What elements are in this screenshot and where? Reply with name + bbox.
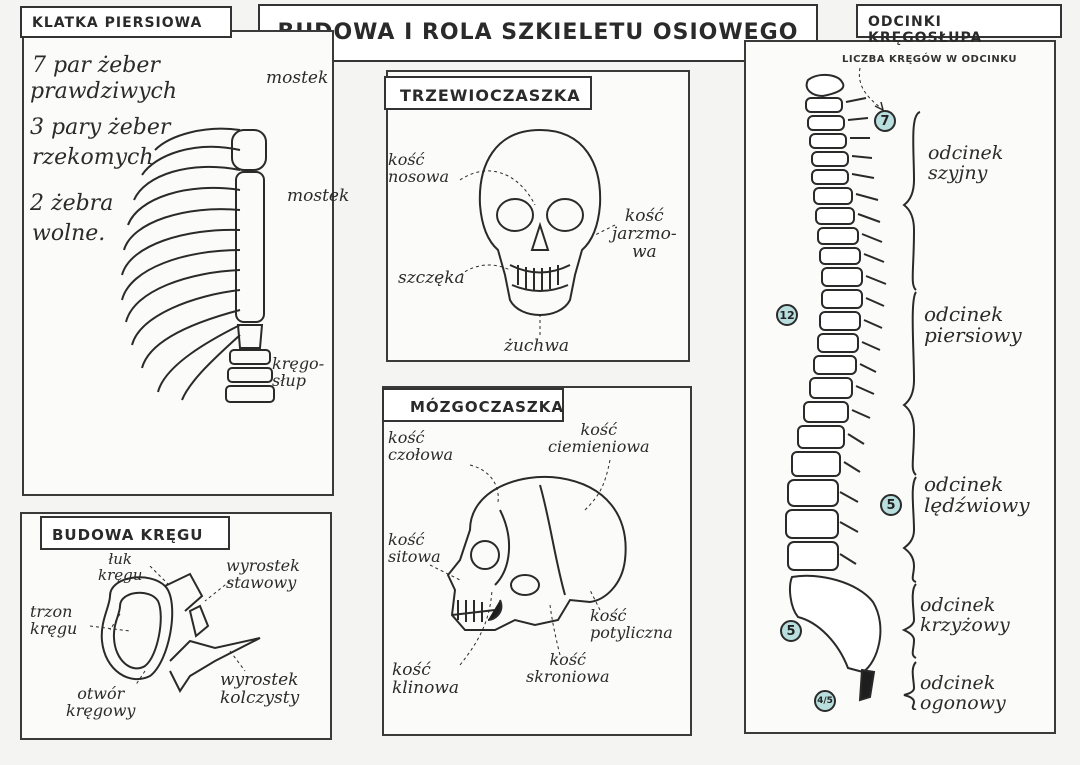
label-kosc-jarzmowa: kość jarzmo- wa	[612, 206, 677, 262]
odcinki-subheader: LICZBA KRĘGÓW W ODCINKU	[842, 54, 1017, 65]
klatka-line-1: 7 par żeber	[32, 53, 160, 78]
label-mostek-top: mostek	[266, 68, 329, 88]
trzewioczaszka-header-text: TRZEWIOCZASZKA	[400, 86, 581, 105]
label-odcinek-krzyzowy: odcinek krzyżowy	[920, 594, 1010, 636]
section-braces	[901, 111, 921, 710]
klatka-line-6: wolne.	[32, 221, 106, 246]
budowa-kregu-header: BUDOWA KRĘGU	[40, 516, 230, 550]
count-ledzwiowy: 5	[880, 494, 902, 516]
label-odcinek-ledzwiowy: odcinek lędźwiowy	[924, 472, 1030, 517]
klatka-header: KLATKA PIERSIOWA	[20, 6, 232, 38]
label-zuchwa: żuchwa	[504, 336, 570, 356]
mozgo-pointers	[429, 459, 611, 666]
label-otwor-kregowy: otwór kręgowy	[66, 684, 136, 720]
label-kosc-czolowa: kość czołowa	[388, 428, 454, 464]
trzewioczaszka-panel	[386, 70, 690, 362]
label-odcinek-piersiowy: odcinek piersiowy	[924, 302, 1022, 347]
count-piersiowy: 12	[776, 304, 798, 326]
klatka-line-5: 2 żebra	[30, 191, 114, 216]
label-kosc-nosowa: kość nosowa	[388, 150, 450, 186]
spine-illustration	[785, 74, 887, 702]
label-kosc-klinowa: kość klinowa	[392, 660, 460, 698]
label-odcinek-ogonowy: odcinek ogonowy	[920, 672, 1006, 714]
label-trzon-kregu: trzon kręgu	[30, 602, 78, 638]
count-pointer-arrow	[858, 67, 885, 112]
label-wyrostek-stawowy: wyrostek stawowy	[226, 556, 300, 592]
trzewioczaszka-header: TRZEWIOCZASZKA	[384, 76, 592, 110]
vertebra-illustration	[90, 566, 261, 693]
label-kosc-skroniowa: kość skroniowa	[526, 650, 610, 686]
odcinki-header-text: ODCINKI KRĘGOSŁUPA	[868, 14, 983, 46]
odcinki-panel	[744, 40, 1056, 734]
trzewio-pointers	[459, 170, 616, 335]
side-skull-illustration	[446, 475, 627, 631]
label-kregoslup: kręgo- słup	[272, 354, 325, 390]
label-odcinek-szyjny: odcinek szyjny	[928, 142, 1004, 184]
count-szyjny: 7	[874, 110, 896, 132]
budowa-kregu-header-text: BUDOWA KRĘGU	[52, 526, 204, 544]
label-mostek-mid: mostek	[287, 186, 350, 206]
count-krzyzowy: 5	[780, 620, 802, 642]
klatka-panel	[22, 30, 334, 496]
ribcage-illustration	[121, 127, 275, 403]
mozgoczaszka-header-text: MÓZGOCZASZKA	[410, 398, 565, 416]
label-wyrostek-kolczysty: wyrostek kolczysty	[220, 670, 300, 708]
label-szczeka: szczęka	[398, 268, 465, 288]
klatka-line-2: prawdziwych	[30, 79, 178, 104]
label-kosc-potyliczna: kość potyliczna	[590, 606, 673, 642]
page-title: BUDOWA I ROLA SZKIELETU OSIOWEGO	[277, 20, 799, 45]
odcinki-header: ODCINKI KRĘGOSŁUPA	[856, 4, 1062, 46]
label-kosc-sitowa: kość sitowa	[388, 530, 441, 566]
mozgoczaszka-panel	[382, 386, 692, 736]
budowa-kregu-panel	[20, 512, 332, 740]
page-title-banner: BUDOWA I ROLA SZKIELETU OSIOWEGO	[258, 4, 818, 62]
mozgoczaszka-header: MÓZGOCZASZKA	[382, 388, 564, 422]
klatka-header-text: KLATKA PIERSIOWA	[32, 15, 203, 31]
count-ogonowy: 4/5	[814, 690, 836, 712]
klatka-line-3: 3 pary żeber	[30, 115, 171, 140]
klatka-line-4: rzekomych	[32, 145, 154, 170]
label-kosc-ciemieniowa: kość ciemieniowa	[548, 420, 650, 456]
